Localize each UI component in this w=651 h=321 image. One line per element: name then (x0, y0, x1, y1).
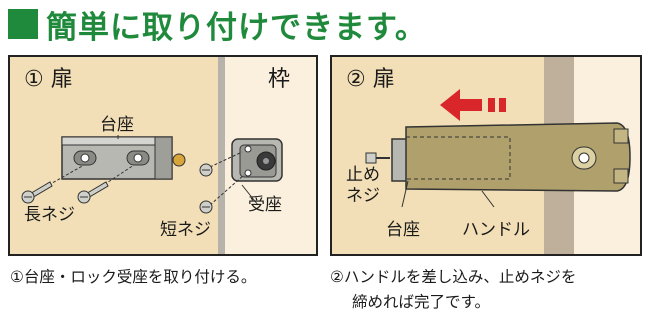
title-bar: 簡単に取り付けできます。 (8, 4, 427, 46)
base-plate-icon (61, 136, 186, 180)
short-screw-label: 短ネジ (160, 220, 211, 240)
handle-leader (481, 190, 495, 208)
step2-panel: ② 扉 止め ネジ 台座 ハンドル (330, 55, 642, 256)
stop-screw-label-line2: ネジ (346, 186, 380, 206)
long-screw-icon (21, 164, 85, 204)
step2-illustration (365, 57, 640, 254)
base-leader (401, 180, 409, 208)
arrow-left-icon (440, 89, 506, 121)
step2-caption-line1: ②ハンドルを差し込み、止めネジを (330, 268, 577, 286)
handle-label: ハンドル (462, 220, 530, 240)
step2-label: ② 扉 (346, 67, 395, 92)
short-screw-icon (199, 174, 245, 214)
stop-screw-label-line1: 止め (346, 165, 380, 185)
base-label: 台座 (100, 115, 134, 135)
stop-screw-icon (365, 152, 390, 164)
receiver-icon (231, 138, 283, 182)
step1-panel: ① 扉 枠 台座 長ネジ 短ネジ 受座 (8, 55, 318, 256)
short-screw-icon (199, 151, 243, 177)
long-screw-label: 長ネジ (24, 205, 75, 225)
long-screw-icon (77, 164, 135, 204)
step1-label: ① 扉 (24, 67, 73, 92)
step1-illustration (21, 57, 316, 254)
door-edge (218, 57, 225, 254)
base-label: 台座 (386, 220, 420, 240)
frame-label: 枠 (268, 67, 291, 92)
handle-icon (405, 122, 631, 192)
receiver-label: 受座 (248, 195, 282, 215)
page-title: 簡単に取り付けできます。 (46, 9, 427, 46)
title-square-icon (8, 9, 38, 39)
step2-caption-line2: 締めれば完了です。 (352, 293, 490, 311)
step1-caption: ①台座・ロック受座を取り付ける。 (10, 268, 257, 286)
receiver-leader (241, 184, 259, 206)
